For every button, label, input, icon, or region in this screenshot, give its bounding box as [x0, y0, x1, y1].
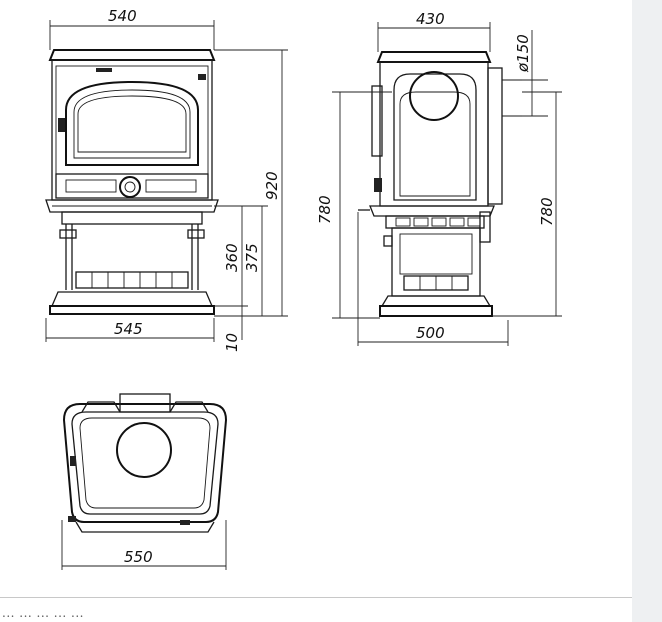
front-plinth — [49, 305, 215, 315]
dim-side-depth-base: 500 — [416, 324, 445, 342]
front-grille — [75, 271, 189, 289]
top-front-knob-right — [180, 520, 190, 525]
top-plate-inner — [79, 417, 211, 509]
page-gutter — [632, 0, 662, 622]
side-rear-shield — [487, 67, 503, 205]
side-stand-panels — [395, 217, 481, 227]
front-air-control-center — [124, 181, 136, 193]
front-view — [45, 49, 219, 315]
dim-front-foot-height: 10 — [223, 333, 241, 352]
top-view — [62, 393, 228, 533]
front-top-plate — [48, 49, 216, 61]
side-ledge — [369, 205, 495, 217]
stove-dimension-drawing: 540 545 920 360 375 10 — [45, 7, 562, 570]
dim-front-total-height: 920 — [263, 171, 281, 200]
front-leg-cap-right — [187, 229, 205, 239]
front-door-glass-inner — [77, 95, 187, 153]
side-top-plate — [376, 51, 492, 63]
front-ashpan-band — [55, 173, 209, 199]
front-door-glass — [73, 89, 191, 159]
front-ashpan-right — [145, 179, 197, 193]
front-badge — [198, 74, 206, 80]
dim-side-width-top: 430 — [416, 10, 445, 28]
page-divider — [0, 597, 632, 598]
top-rear-right-bracket — [169, 401, 209, 413]
top-side-knob — [70, 456, 76, 466]
side-body — [379, 61, 489, 207]
front-stand-top — [61, 211, 203, 225]
dim-flue-diameter: ø150 — [514, 34, 532, 73]
front-door — [65, 80, 199, 166]
side-base — [380, 295, 492, 307]
cut-off-caption-text: ... ... ... ... ... — [2, 606, 84, 620]
front-door-hinge — [58, 118, 65, 132]
side-stand-window — [399, 233, 473, 275]
side-air-control — [374, 178, 382, 192]
side-plinth — [379, 305, 493, 317]
dim-side-flue-height-left: 780 — [316, 195, 334, 224]
top-outline — [62, 403, 228, 523]
top-dimensions — [61, 520, 227, 570]
top-plate-outline — [71, 411, 219, 515]
front-dimensions — [45, 20, 288, 342]
dim-front-leg-height-2: 375 — [243, 243, 261, 272]
side-panel — [393, 73, 477, 201]
side-flue-collar — [409, 71, 459, 121]
top-flue-outlet — [116, 422, 172, 478]
dim-top-view-width: 550 — [124, 548, 153, 566]
front-grille-bars — [91, 272, 173, 288]
dim-front-leg-height-1: 360 — [223, 243, 241, 272]
top-front-lip — [75, 521, 215, 533]
side-door-edge — [371, 85, 383, 157]
dim-front-base-width: 545 — [114, 320, 143, 338]
side-grille-bars — [419, 276, 453, 290]
front-leg-cap-left — [59, 229, 77, 239]
technical-drawing-sheet — [0, 0, 632, 596]
top-front-knob-left — [68, 516, 76, 522]
front-base — [51, 291, 213, 307]
front-air-control-knob — [119, 176, 141, 198]
side-view — [358, 51, 522, 317]
side-dimensions — [332, 22, 562, 346]
top-rear-left-bracket — [81, 401, 121, 413]
front-ledge — [45, 199, 219, 213]
dim-side-flue-height-right: 780 — [538, 197, 556, 226]
side-panel-inner — [399, 91, 471, 197]
side-leg-cap — [383, 235, 393, 247]
top-rear-collar — [119, 393, 171, 413]
front-ashpan-left — [65, 179, 117, 193]
dim-front-width-top: 540 — [108, 7, 137, 25]
side-rear-vent — [479, 211, 491, 243]
front-logo-plate — [96, 68, 112, 72]
